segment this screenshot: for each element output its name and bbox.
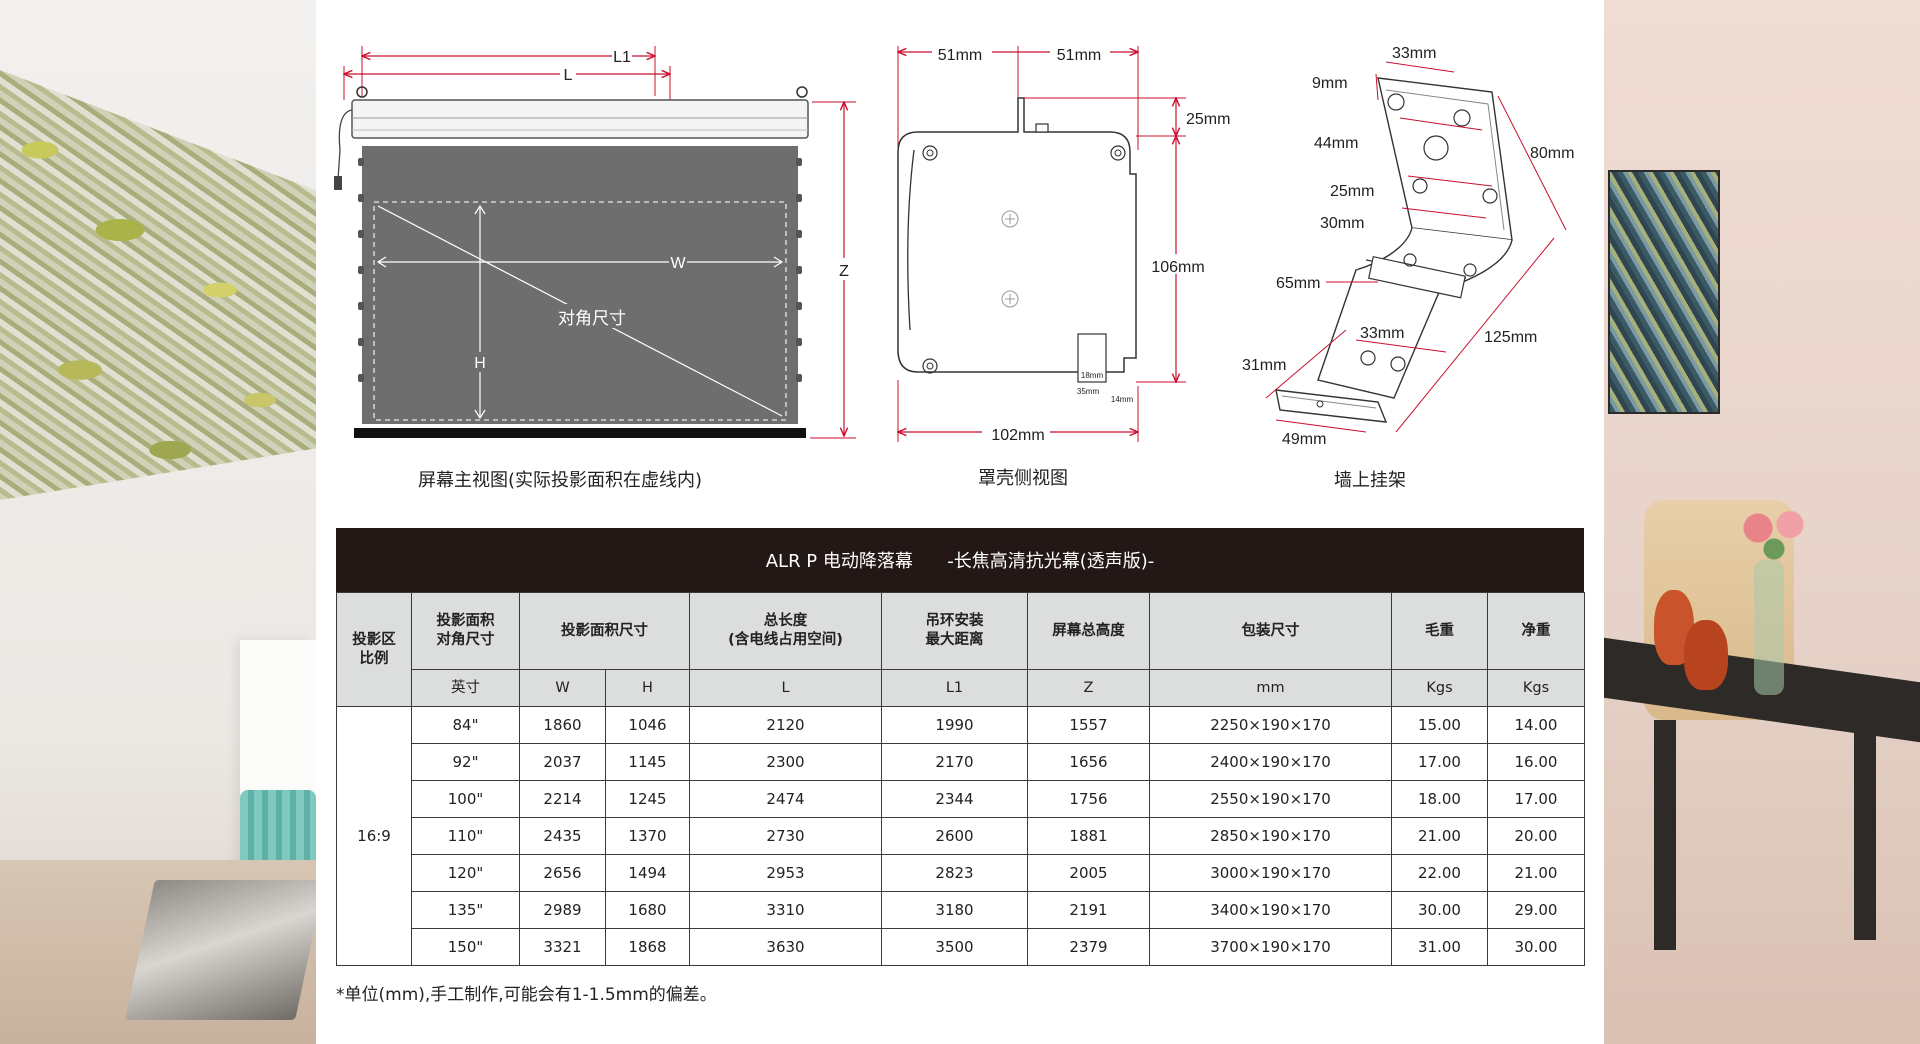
abstract-painting bbox=[0, 70, 316, 500]
dim-bracket-31: 31mm bbox=[1242, 357, 1286, 374]
header-ratio: 投影区比例 bbox=[336, 592, 412, 707]
background-photo-left bbox=[0, 0, 316, 1044]
dim-bracket-9: 9mm bbox=[1312, 75, 1348, 92]
dim-l1: L1 bbox=[613, 49, 631, 66]
dim-diagonal: 对角尺寸 bbox=[558, 309, 626, 329]
bottom-weight-bar bbox=[354, 428, 806, 438]
dim-bracket-125: 125mm bbox=[1484, 329, 1537, 346]
glass-vase bbox=[1754, 560, 1784, 695]
header-package: 包装尺寸 bbox=[1149, 592, 1392, 670]
technical-drawings: L1 L bbox=[334, 44, 1574, 448]
dim-bracket-49: 49mm bbox=[1282, 431, 1326, 448]
header-area: 投影面积尺寸 bbox=[519, 592, 690, 670]
dim-side-18: 18mm bbox=[1081, 371, 1104, 380]
spec-table: 投影区比例 投影面积对角尺寸 投影面积尺寸 总长度(含电线占用空间) 吊环安装最… bbox=[336, 592, 1585, 966]
caption-front-view: 屏幕主视图(实际投影面积在虚线内) bbox=[418, 470, 703, 491]
dim-side-102: 102mm bbox=[991, 427, 1044, 444]
unit-h: H bbox=[605, 669, 690, 707]
header-total-length: 总长度(含电线占用空间) bbox=[689, 592, 882, 670]
screen-surface bbox=[362, 146, 798, 424]
dim-side-14: 14mm bbox=[1111, 395, 1134, 404]
dim-side-35: 35mm bbox=[1077, 387, 1100, 396]
wall-bracket-drawing: 33mm 9mm 44mm 80mm 25mm 30mm 65mm 33mm 1… bbox=[1242, 45, 1574, 448]
background-photo-right bbox=[1604, 0, 1920, 1044]
dim-l: L bbox=[564, 67, 573, 84]
dim-bracket-65: 65mm bbox=[1276, 275, 1320, 292]
table-leg bbox=[1654, 720, 1676, 950]
orange-vase bbox=[1684, 620, 1728, 690]
ratio-cell: 16:9 bbox=[336, 706, 412, 966]
spec-sheet-panel: L1 L bbox=[316, 0, 1604, 1044]
dim-bracket-80: 80mm bbox=[1530, 145, 1574, 162]
unit-total: L bbox=[689, 669, 882, 707]
dim-h: H bbox=[474, 355, 486, 372]
dim-w: W bbox=[670, 255, 686, 272]
header-diagonal: 投影面积对角尺寸 bbox=[411, 592, 520, 670]
header-hang-distance: 吊环安装最大距离 bbox=[881, 592, 1028, 670]
unit-net: Kgs bbox=[1487, 669, 1585, 707]
unit-w: W bbox=[519, 669, 606, 707]
dim-bracket-33-top: 33mm bbox=[1392, 45, 1436, 62]
dim-side-25: 25mm bbox=[1186, 111, 1230, 128]
dim-bracket-44: 44mm bbox=[1314, 135, 1358, 152]
side-view-drawing: 51mm 51mm 18mm 35mm 14mm bbox=[898, 44, 1230, 444]
magazine-stack bbox=[125, 880, 316, 1020]
spec-table-title: ALR P 电动降落幕 -长焦高清抗光幕(透声版)- bbox=[336, 528, 1584, 592]
dim-side-106: 106mm bbox=[1151, 259, 1204, 276]
front-view-drawing: L1 L bbox=[334, 46, 856, 439]
dim-bracket-25: 25mm bbox=[1330, 183, 1374, 200]
flowers bbox=[1734, 500, 1814, 570]
unit-diagonal: 英寸 bbox=[411, 669, 520, 707]
dim-z: Z bbox=[839, 263, 849, 280]
dim-side-51-left: 51mm bbox=[938, 47, 982, 64]
unit-gross: Kgs bbox=[1391, 669, 1488, 707]
unit-hang: L1 bbox=[881, 669, 1028, 707]
caption-side-view: 罩壳侧视图 bbox=[978, 468, 1068, 489]
header-gross-weight: 毛重 bbox=[1391, 592, 1488, 670]
header-total-height: 屏幕总高度 bbox=[1027, 592, 1150, 670]
dim-side-51-right: 51mm bbox=[1057, 47, 1101, 64]
header-net-weight: 净重 bbox=[1487, 592, 1585, 670]
caption-wall-bracket: 墙上挂架 bbox=[1334, 470, 1406, 491]
unit-height: Z bbox=[1027, 669, 1150, 707]
framed-painting bbox=[1608, 170, 1720, 414]
footnote: *单位(mm),手工制作,可能会有1-1.5mm的偏差。 bbox=[336, 985, 717, 1005]
table-leg bbox=[1854, 710, 1876, 940]
dim-bracket-30: 30mm bbox=[1320, 215, 1364, 232]
dim-bracket-33-mid: 33mm bbox=[1360, 325, 1404, 342]
unit-pack: mm bbox=[1149, 669, 1392, 707]
